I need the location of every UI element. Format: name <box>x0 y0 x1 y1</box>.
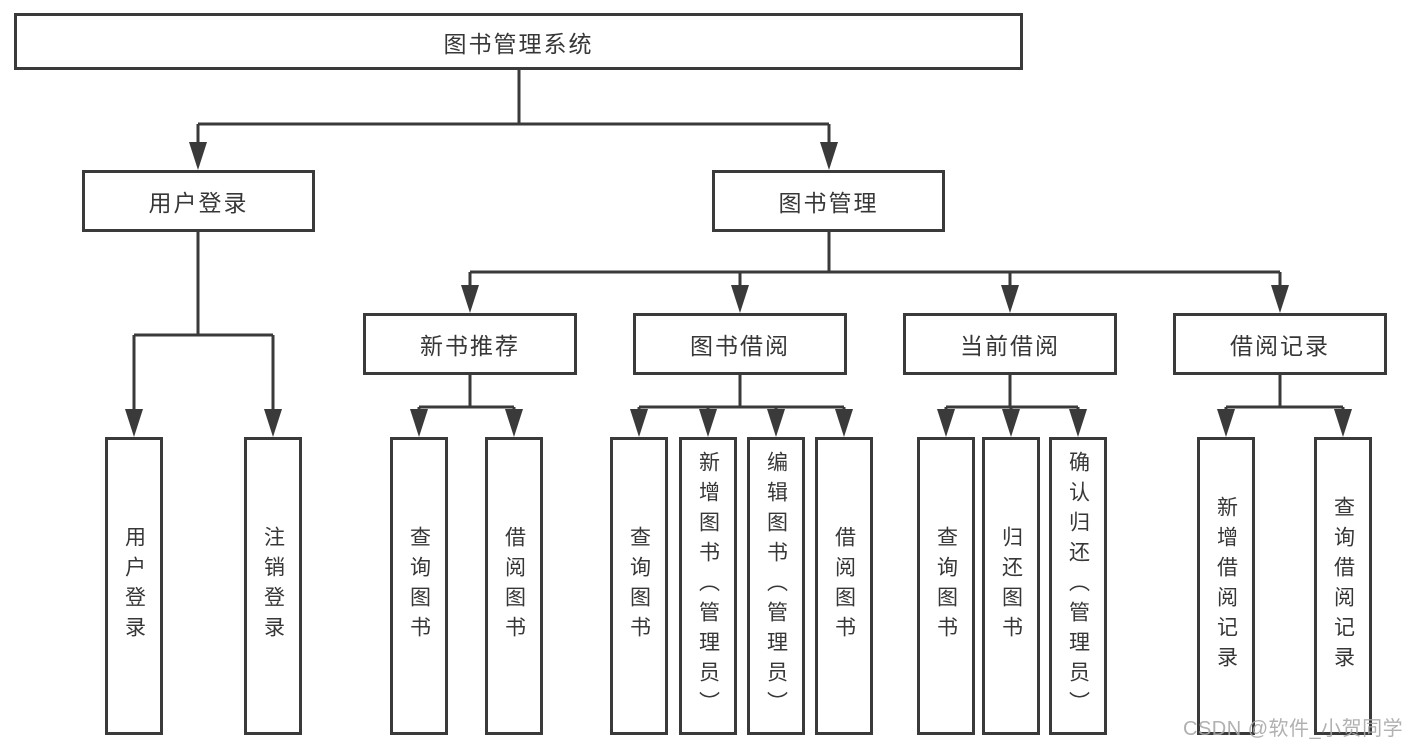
node-new-book-recommend: 新书推荐 <box>363 313 577 375</box>
leaf-query-books-current: 查询图书 <box>917 437 975 735</box>
node-borrow-records: 借阅记录 <box>1173 313 1387 375</box>
connector-new-book <box>417 375 516 431</box>
leaf-borrow-books-newbook: 借阅图书 <box>485 437 543 735</box>
connector-user-login <box>132 232 275 431</box>
leaf-borrow-books-borrow: 借阅图书 <box>815 437 873 735</box>
leaf-edit-book-admin: 编辑图书（管理员） <box>747 437 805 735</box>
connector-book-borrow <box>637 375 846 431</box>
leaf-query-books-newbook: 查询图书 <box>390 437 448 735</box>
csdn-watermark: CSDN @软件_小贺同学 <box>1183 718 1404 740</box>
leaf-logout: 注销登录 <box>244 437 302 735</box>
leaf-return-books: 归还图书 <box>982 437 1040 735</box>
arrowheads <box>125 142 1352 437</box>
node-root-library-system: 图书管理系统 <box>14 13 1023 70</box>
node-current-borrow: 当前借阅 <box>903 313 1117 375</box>
node-book-management: 图书管理 <box>712 170 945 232</box>
node-user-login: 用户登录 <box>82 170 315 232</box>
leaf-user-login: 用户登录 <box>105 437 163 735</box>
leaf-add-borrow-record: 新增借阅记录 <box>1197 437 1255 735</box>
connector-borrow-records <box>1224 375 1345 431</box>
leaf-add-book-admin: 新增图书（管理员） <box>679 437 737 735</box>
leaf-query-books-borrow: 查询图书 <box>610 437 668 735</box>
connector-book-management <box>468 232 1282 307</box>
node-book-borrow: 图书借阅 <box>633 313 847 375</box>
leaf-query-borrow-record: 查询借阅记录 <box>1314 437 1372 735</box>
leaf-confirm-return-admin: 确认归还（管理员） <box>1049 437 1107 735</box>
connector-root <box>196 70 831 166</box>
